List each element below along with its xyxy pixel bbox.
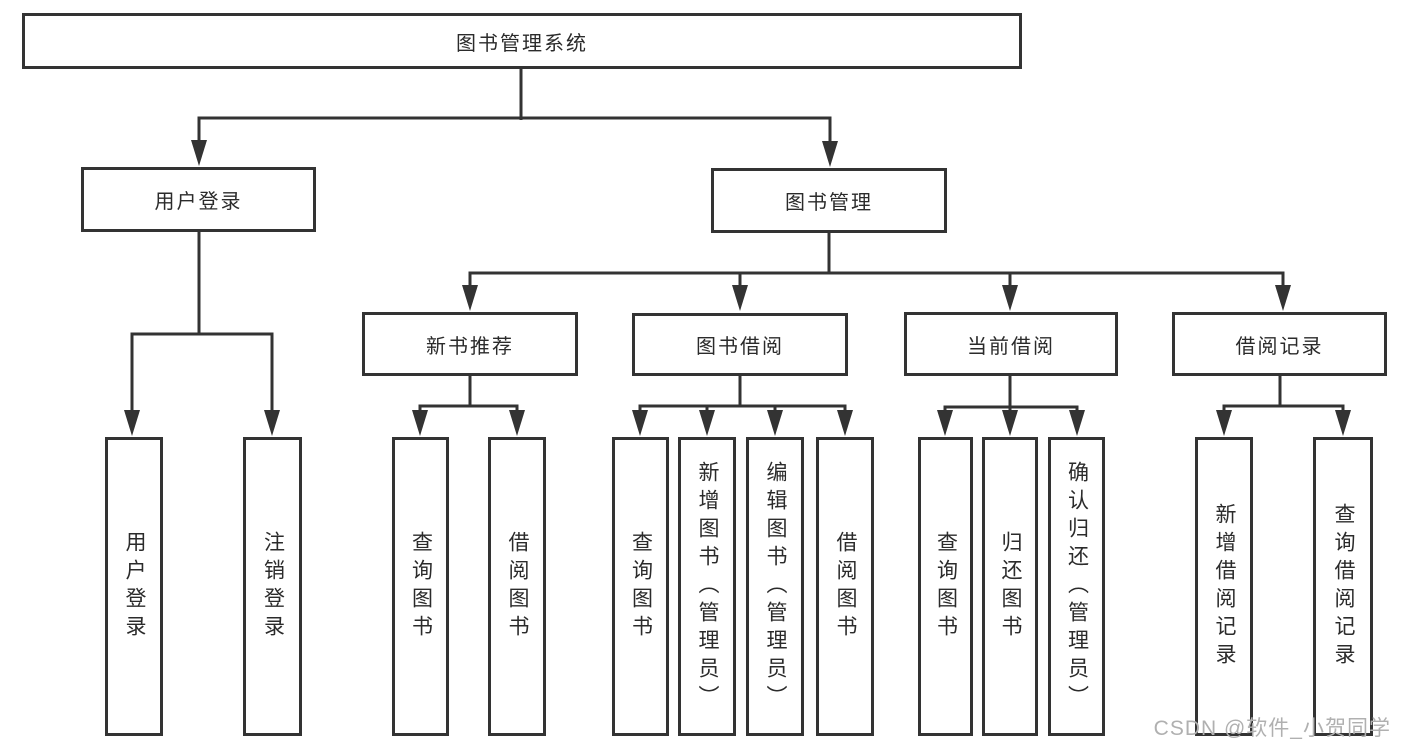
node-borrowing-records: 借阅记录: [1172, 312, 1387, 376]
node-book-management: 图书管理: [711, 168, 947, 233]
leaf-records-query-record: 查询借阅记录: [1313, 437, 1373, 736]
leaf-borrow-query-books: 查询图书: [612, 437, 669, 736]
leaf-current-confirm-return-admin: 确认归还（管理员）: [1048, 437, 1105, 736]
connector-root-to-level2: [197, 69, 832, 147]
arrowhead: [767, 410, 783, 436]
node-label: 借阅图书: [506, 530, 529, 643]
node-label: 借阅图书: [834, 530, 857, 643]
node-user-login: 用户登录: [81, 167, 316, 232]
arrowhead: [462, 285, 478, 311]
node-label: 新增借阅记录: [1213, 502, 1236, 671]
node-label: 用户登录: [123, 530, 146, 643]
connector-records-to-leaves: [1222, 376, 1345, 418]
leaf-borrow-add-books-admin: 新增图书（管理员）: [678, 437, 736, 736]
arrowhead: [937, 410, 953, 436]
node-label: 查询借阅记录: [1332, 502, 1355, 671]
node-label: 归还图书: [999, 530, 1022, 643]
node-label: 借阅记录: [1235, 335, 1324, 358]
node-label: 新增图书（管理员）: [696, 460, 719, 713]
csdn-watermark: CSDN @软件_小贺同学: [1153, 717, 1391, 740]
arrowheads: [124, 140, 1351, 436]
leaf-user-login: 用户登录: [105, 437, 163, 736]
node-label: 图书借阅: [696, 336, 784, 358]
node-label: 确认归还（管理员）: [1065, 460, 1089, 713]
node-label: 查询图书: [934, 530, 958, 643]
arrowhead: [1216, 410, 1232, 436]
node-label: 当前借阅: [967, 335, 1055, 358]
connector-userlogin-to-leaves: [130, 232, 274, 416]
connector-borrow-to-leaves: [638, 376, 847, 418]
arrowhead: [699, 410, 715, 436]
arrowhead: [124, 410, 140, 436]
arrowhead: [509, 410, 525, 436]
node-root-system: 图书管理系统: [22, 13, 1022, 69]
node-label: 编辑图书（管理员）: [764, 460, 787, 713]
arrowhead: [191, 140, 207, 166]
leaf-borrow-borrow-books: 借阅图书: [816, 437, 874, 736]
node-label: 图书管理系统: [456, 32, 588, 55]
leaf-records-add-record: 新增借阅记录: [1195, 437, 1253, 736]
node-new-book-recommend: 新书推荐: [362, 312, 578, 376]
node-label: 注销登录: [261, 530, 285, 643]
leaf-newrec-borrow-books: 借阅图书: [488, 437, 546, 736]
connector-bookmgmt-to-level3: [468, 233, 1285, 293]
node-current-borrowing: 当前借阅: [904, 312, 1118, 376]
node-book-borrowing: 图书借阅: [632, 313, 848, 376]
arrowhead: [822, 141, 838, 167]
arrowhead: [632, 410, 648, 436]
arrowhead: [837, 410, 853, 436]
arrowhead: [264, 410, 280, 436]
arrowhead: [1069, 410, 1085, 436]
leaf-logout: 注销登录: [243, 437, 302, 736]
arrowhead: [1002, 410, 1018, 436]
node-label: 用户登录: [154, 191, 243, 213]
node-label: 查询图书: [629, 530, 653, 643]
node-label: 查询图书: [409, 530, 433, 643]
node-label: 新书推荐: [426, 335, 514, 358]
node-label: 图书管理: [785, 192, 873, 214]
arrowhead: [732, 285, 748, 311]
arrowhead: [1002, 285, 1018, 311]
arrowhead: [1335, 410, 1351, 436]
leaf-newrec-query-books: 查询图书: [392, 437, 449, 736]
leaf-current-return-books: 归还图书: [982, 437, 1038, 736]
leaf-current-query-books: 查询图书: [918, 437, 973, 736]
arrowhead: [412, 410, 428, 436]
connector-newbook-to-leaves: [418, 376, 519, 418]
leaf-borrow-edit-books-admin: 编辑图书（管理员）: [746, 437, 804, 736]
arrowhead: [1275, 285, 1291, 311]
